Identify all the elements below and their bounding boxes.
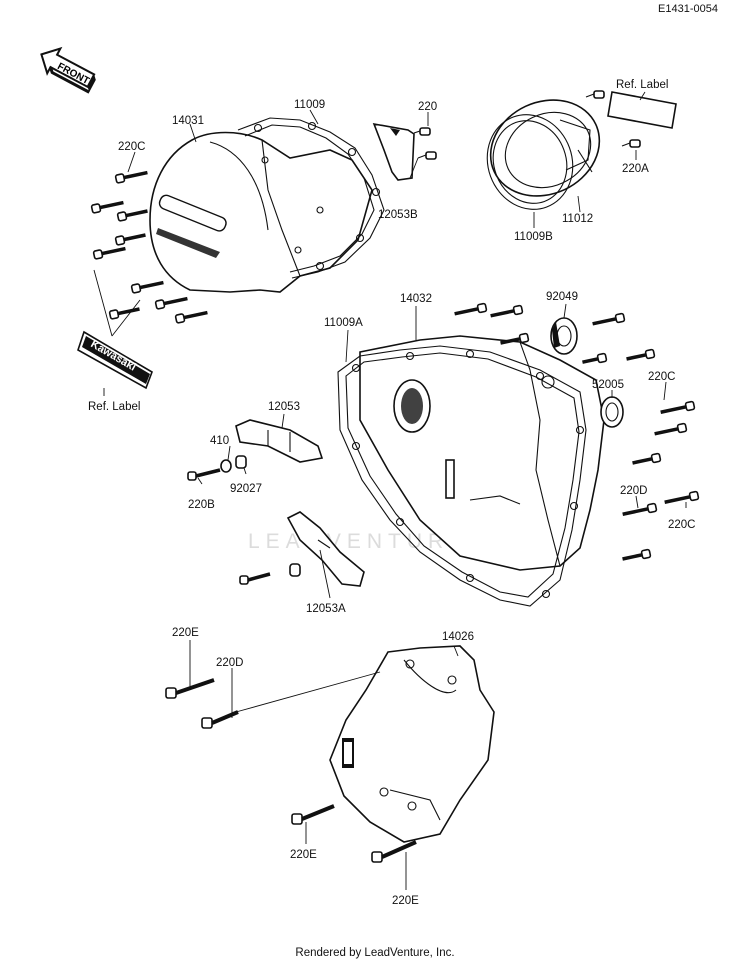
label-ref-label-top: Ref. Label [616, 79, 668, 91]
label-12053B: 12053B [378, 209, 418, 221]
front-arrow-icon: FRONT [40, 46, 96, 94]
bolt-220A-1 [585, 90, 605, 99]
bolts-clutch-cover [454, 302, 700, 561]
label-220D-low: 220D [216, 657, 244, 669]
label-11009B: 11009B [514, 231, 553, 243]
label-220-top: 220 [418, 101, 437, 113]
collar-92027 [235, 455, 247, 469]
kawasaki-emblem: Kawasaki [77, 330, 153, 390]
bracket-12053B [372, 122, 415, 181]
label-52005: 52005 [592, 379, 624, 391]
gasket-11009 [237, 117, 385, 279]
label-12053: 12053 [268, 401, 300, 413]
footer-credit: Rendered by LeadVenture, Inc. [295, 947, 455, 959]
label-220D-right: 220D [620, 485, 648, 497]
label-410: 410 [210, 435, 229, 447]
oil-seal-92049 [550, 317, 578, 355]
label-220E-bottom: 220E [392, 895, 419, 907]
ref-label-plate-top [607, 91, 677, 129]
bolt-220E-mid [291, 804, 335, 825]
bolt-220-top-1 [413, 127, 431, 136]
clutch-cover-14032 [359, 335, 605, 571]
label-220E-mid: 220E [290, 849, 317, 861]
bolt-220E-bottom [371, 840, 417, 863]
label-14026: 14026 [442, 631, 474, 643]
label-220B: 220B [188, 499, 215, 511]
chain-guide-12053 [235, 419, 324, 463]
diagram-code: E1431-0054 [658, 3, 718, 15]
label-92027: 92027 [230, 483, 262, 495]
label-220C-left: 220C [118, 141, 146, 153]
gasket-11009A [337, 345, 587, 607]
label-14031: 14031 [172, 115, 204, 127]
label-ref-label-left: Ref. Label [88, 401, 140, 413]
bolt-220E-top [165, 678, 215, 699]
seal-52005 [600, 396, 624, 428]
washer-410 [220, 459, 232, 473]
chain-guide-12053A [286, 511, 365, 587]
label-11012: 11012 [562, 213, 593, 225]
leader-lines [103, 91, 687, 890]
generator-cover-14031 [149, 131, 373, 293]
label-11009: 11009 [294, 99, 325, 111]
bolts-220C-left [90, 170, 208, 324]
bolt-220A-2 [621, 139, 641, 148]
label-220C-right1: 220C [648, 371, 676, 383]
label-220A: 220A [622, 163, 649, 175]
label-220C-right2: 220C [668, 519, 696, 531]
bolt-220D-low [201, 710, 239, 729]
label-12053A: 12053A [306, 603, 346, 615]
label-92049: 92049 [546, 291, 578, 303]
label-14032: 14032 [400, 293, 432, 305]
bolt-220B [187, 468, 221, 481]
bolt-12053A [239, 563, 301, 585]
cover-11012 [489, 99, 601, 197]
label-220E-top: 220E [172, 627, 199, 639]
bolt-220-top-2 [417, 151, 437, 160]
label-11009A: 11009A [324, 317, 363, 329]
gasket-11009B [486, 114, 574, 210]
sprocket-cover-14026 [329, 645, 495, 843]
